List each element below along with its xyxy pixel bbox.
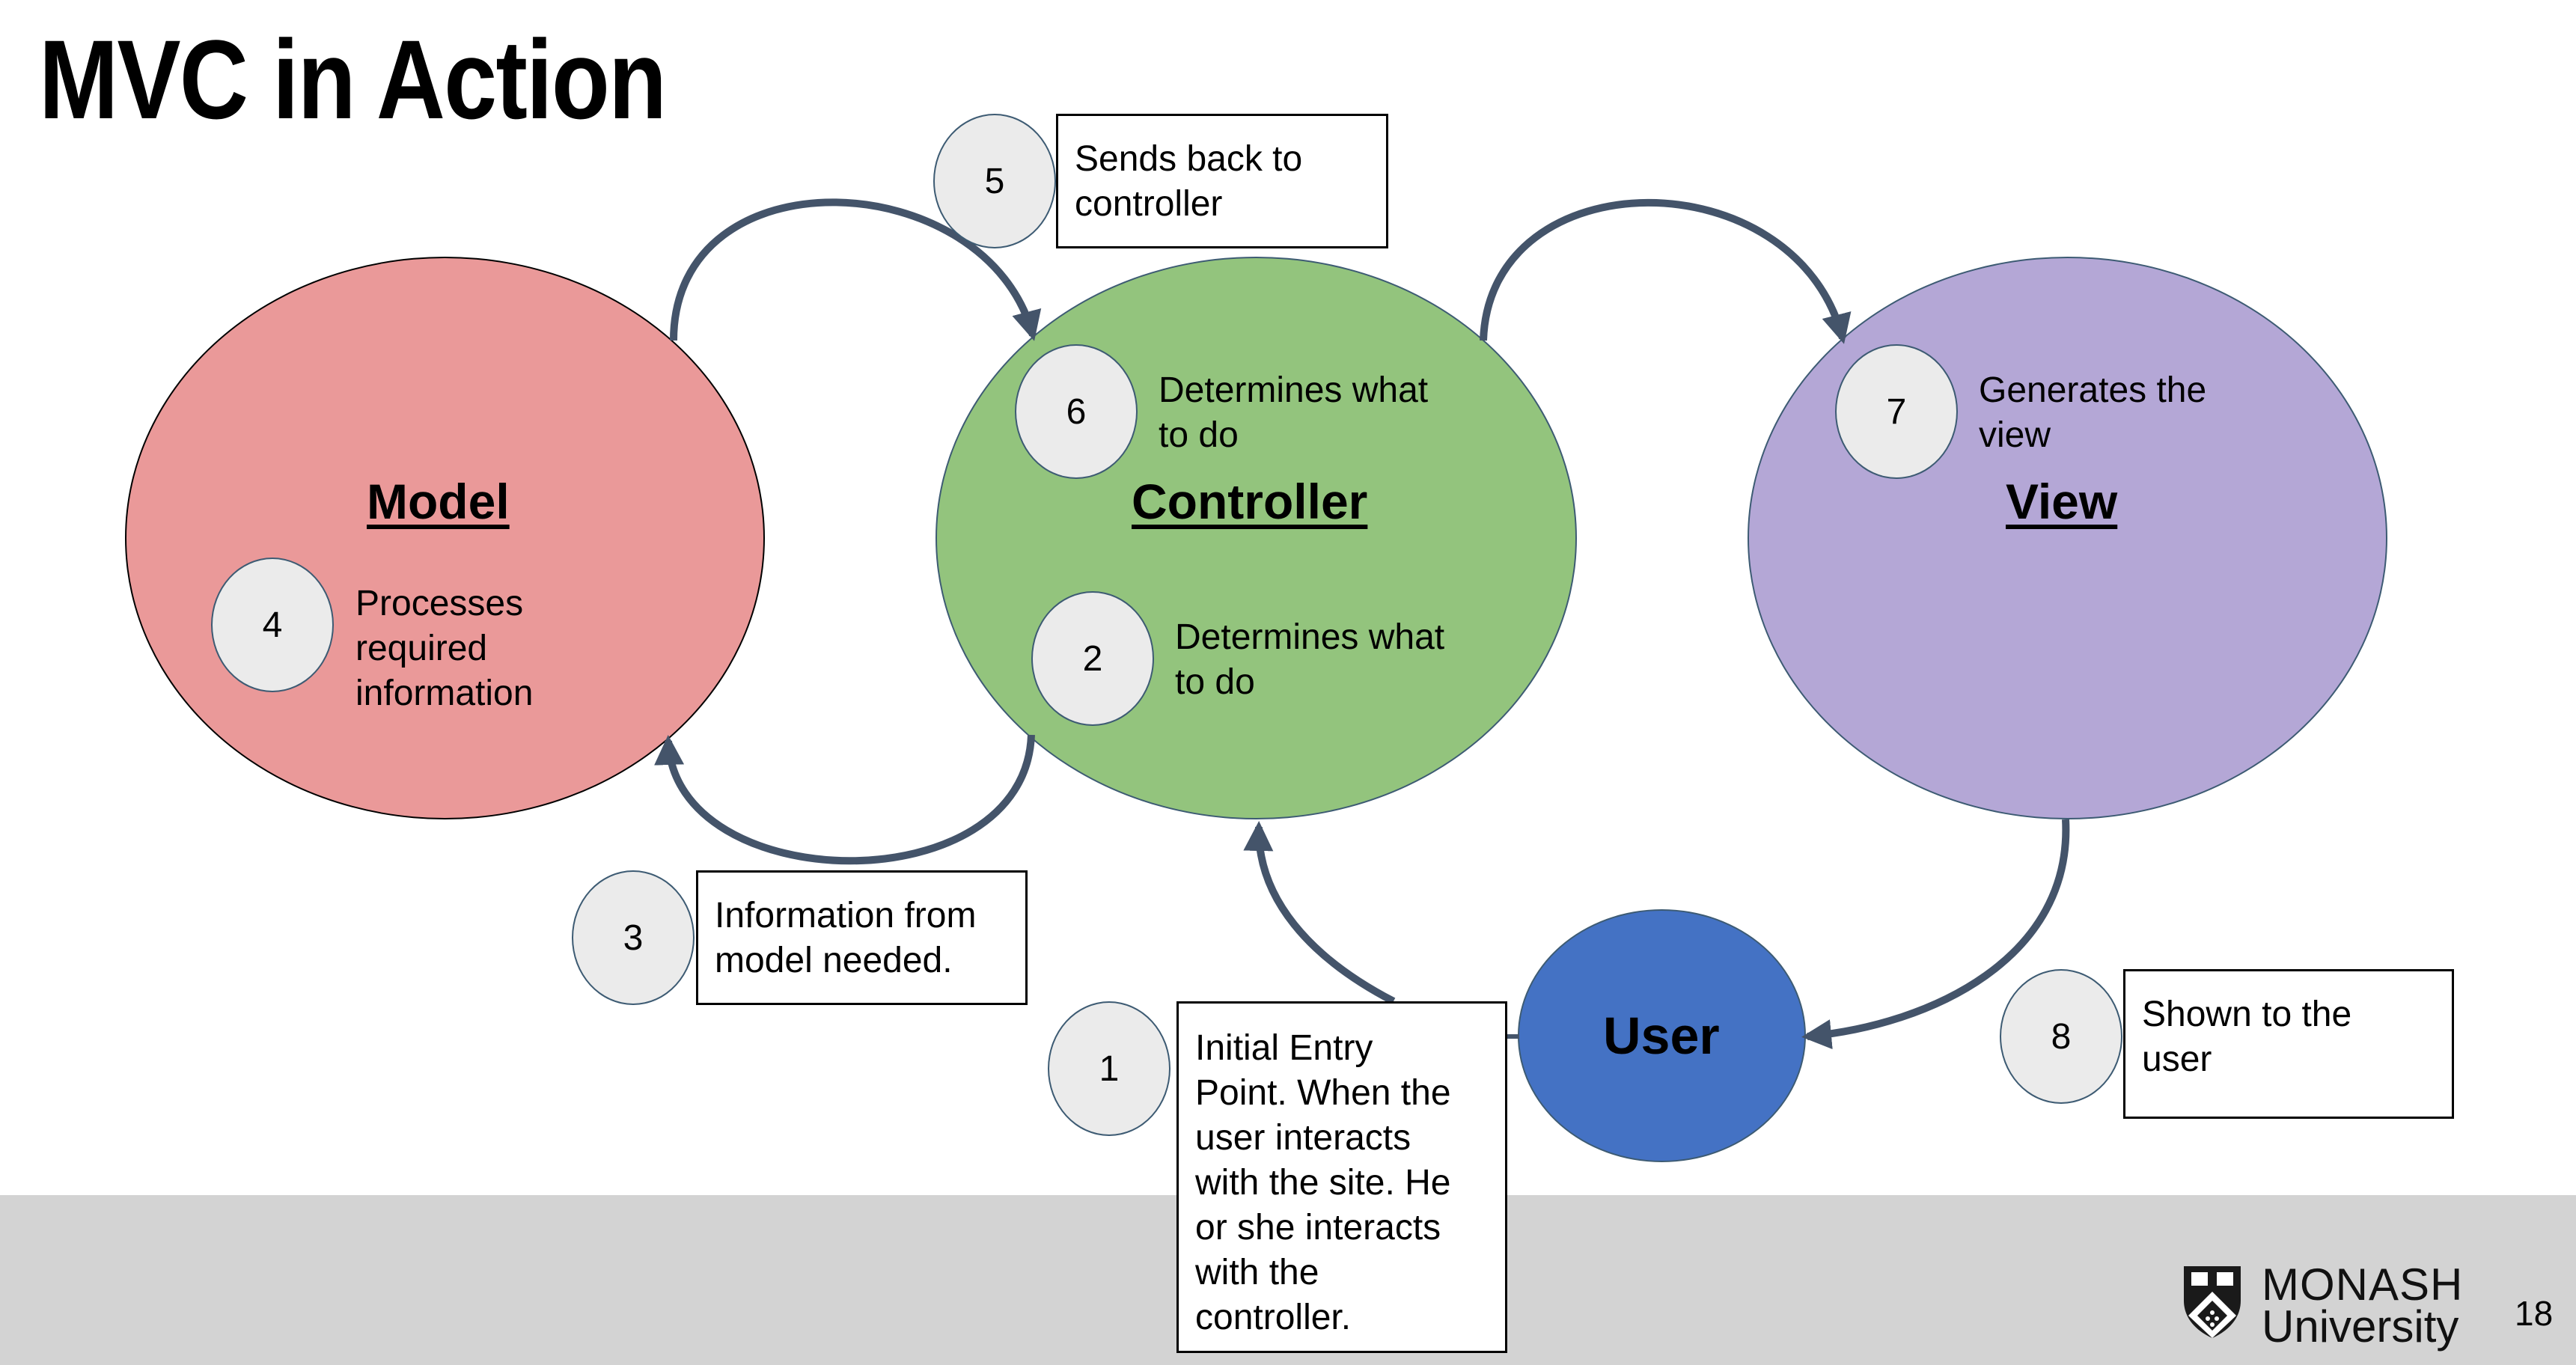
- step-4-line: information: [355, 674, 534, 713]
- step-6-number: 6: [1066, 391, 1087, 432]
- step-2-line: to do: [1175, 662, 1255, 702]
- step-1-line: with the site. He: [1195, 1163, 1451, 1203]
- step-7-line: view: [1979, 415, 2051, 455]
- step-5-number: 5: [984, 161, 1005, 201]
- logo-name-line2: University: [2262, 1301, 2459, 1352]
- step-1-line: Point. When the: [1195, 1073, 1451, 1113]
- view-node: [1748, 257, 2387, 819]
- step-6-circle: 6: [1015, 344, 1138, 479]
- step-2-text: Determines what to do: [1175, 615, 1444, 705]
- step-7-number: 7: [1886, 391, 1907, 432]
- step-1-line: controller.: [1195, 1298, 1352, 1337]
- step-3-number: 3: [623, 917, 644, 958]
- step-1-number: 1: [1099, 1048, 1120, 1089]
- step-4-circle: 4: [211, 558, 334, 692]
- step-8-circle: 8: [2000, 969, 2122, 1104]
- step-3-line: Information from: [715, 896, 977, 935]
- step-7-text: Generates the view: [1979, 368, 2206, 458]
- page-number: 18: [2515, 1294, 2554, 1333]
- step-4-line: required: [355, 629, 488, 668]
- step-3-line: model needed.: [715, 941, 953, 980]
- step-8-number: 8: [2051, 1016, 2072, 1057]
- step-1-line: or she interacts: [1195, 1208, 1441, 1248]
- view-label: View: [2006, 474, 2118, 529]
- step-6-text: Determines what to do: [1159, 368, 1428, 458]
- step-4-line: Processes: [355, 584, 524, 623]
- step-4-text: Processes required information: [355, 581, 533, 716]
- step-1-line: user interacts: [1195, 1118, 1411, 1158]
- step-3-circle: 3: [572, 870, 695, 1005]
- step-2-circle: 2: [1031, 591, 1154, 726]
- controller-node: [936, 257, 1577, 819]
- step-5-box: Sends back to controller: [1056, 114, 1388, 248]
- model-node: [125, 257, 765, 819]
- logo-name-line1: MONASH: [2262, 1259, 2464, 1310]
- step-1-box: Initial Entry Point. When the user inter…: [1176, 1001, 1507, 1353]
- step-5-line: Sends back to: [1075, 139, 1303, 179]
- step-7-line: Generates the: [1979, 370, 2207, 410]
- slide-title: MVC in Action: [39, 16, 667, 142]
- step-8-line: Shown to the: [2142, 995, 2352, 1034]
- user-label: User: [1603, 1007, 1720, 1065]
- model-label: Model: [367, 474, 510, 529]
- arrow-controller-to-model: [654, 734, 1035, 865]
- step-1-circle: 1: [1048, 1001, 1171, 1136]
- step-6-line: Determines what: [1159, 370, 1429, 410]
- step-6-line: to do: [1159, 415, 1239, 455]
- step-7-circle: 7: [1835, 344, 1958, 479]
- arrow-model-to-controller: [670, 198, 1042, 341]
- step-2-line: Determines what: [1175, 617, 1445, 657]
- step-1-line: with the: [1195, 1253, 1319, 1292]
- arrow-controller-to-view: [1480, 199, 1852, 344]
- step-2-number: 2: [1082, 638, 1103, 679]
- step-1-line: Initial Entry: [1195, 1028, 1373, 1068]
- step-8-line: user: [2142, 1039, 2212, 1079]
- monash-crest-icon: [2184, 1266, 2241, 1338]
- step-5-line: controller: [1075, 184, 1223, 224]
- arrow-view-to-user: [1801, 819, 2070, 1050]
- step-3-box: Information from model needed.: [696, 870, 1028, 1005]
- step-8-box: Shown to the user: [2123, 969, 2454, 1119]
- step-5-circle: 5: [933, 114, 1056, 248]
- controller-label: Controller: [1132, 474, 1368, 529]
- arrow-user-to-controller: [1243, 821, 1396, 1005]
- user-node: [1518, 909, 1806, 1162]
- step-4-number: 4: [262, 605, 283, 645]
